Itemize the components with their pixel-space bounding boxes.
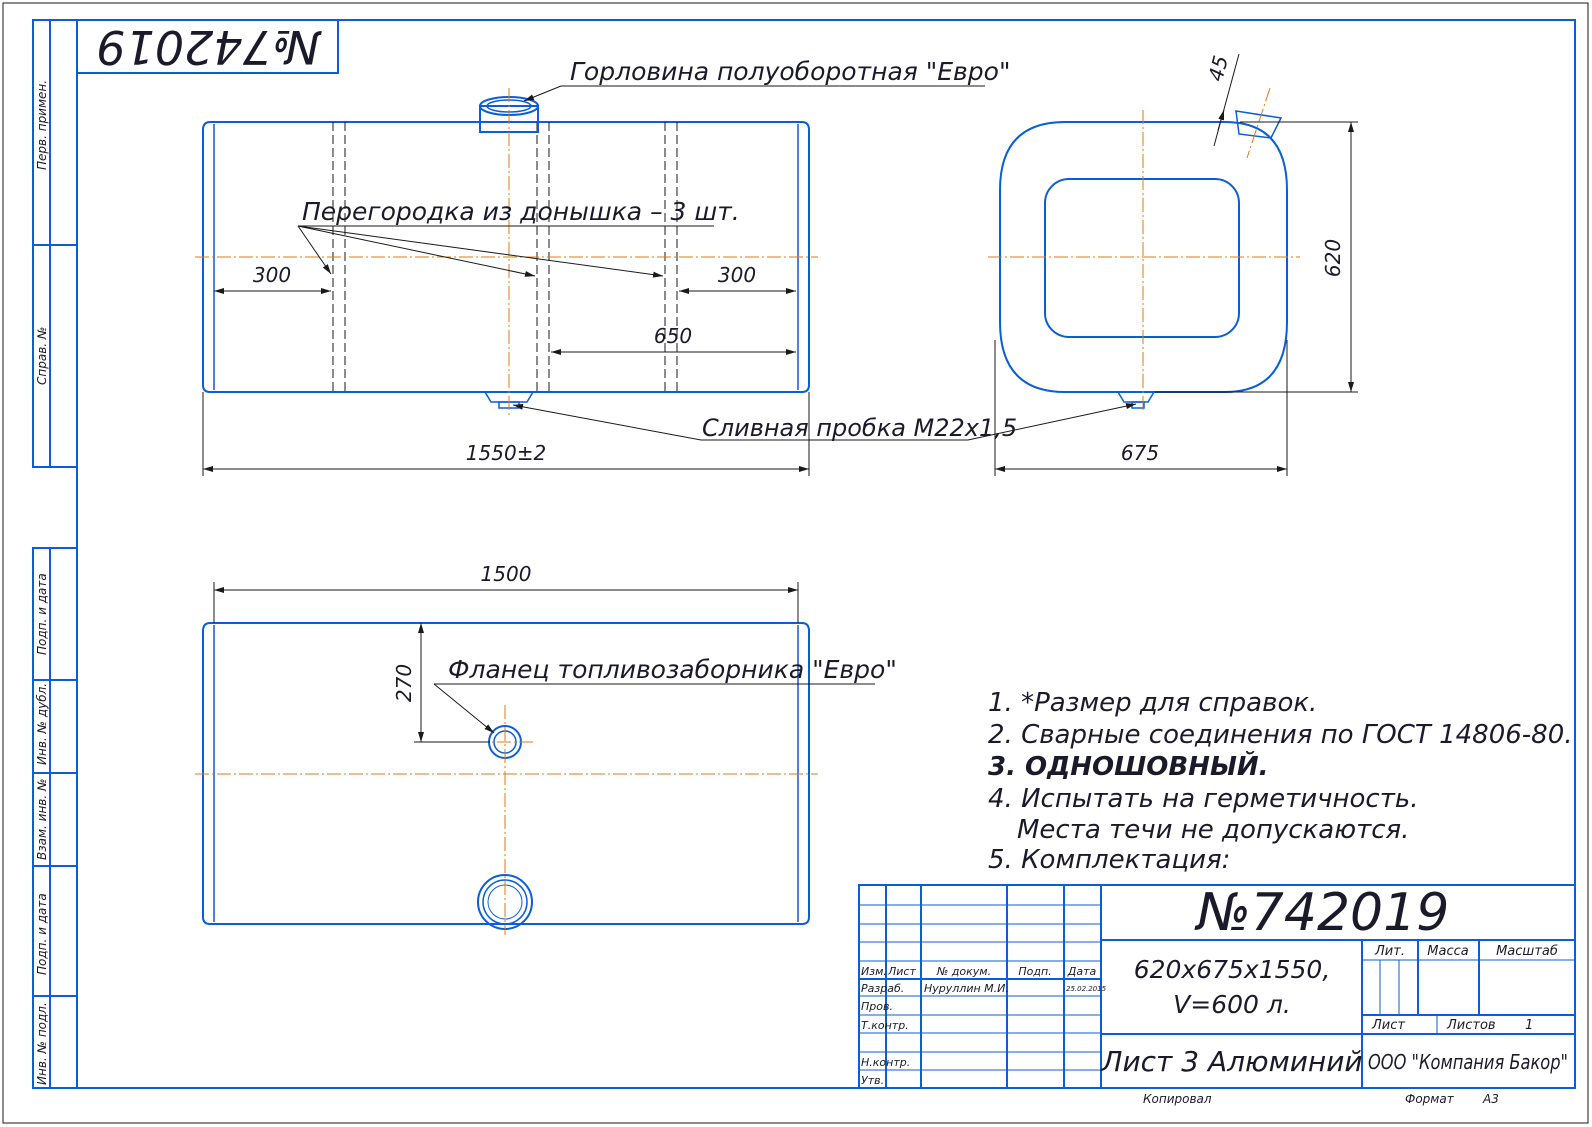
dim-45: 45 (1203, 53, 1232, 84)
dim-270: 270 (392, 664, 416, 702)
callouts: Горловина полуоборотная "Евро" Перегород… (297, 57, 1137, 734)
tb-masshtab: Масштаб (1496, 944, 1558, 959)
note-4: 4. Испытать на герметичность. (988, 784, 1418, 814)
callout-filler-neck: Горловина полуоборотная "Евро" (570, 57, 1010, 86)
note-3: 3. ОДНОШОВНЫЙ. (988, 750, 1269, 782)
dim-1500: 1500 (481, 562, 532, 586)
dim-620: 620 (1321, 239, 1345, 277)
dim-650: 650 (654, 324, 692, 348)
callout-drain-plug: Сливная пробка М22х1,5 (702, 414, 1017, 442)
dim-300-right: 300 (718, 263, 756, 287)
mirrored-number-box: №742019 (76, 19, 339, 74)
dim-300-left: 300 (253, 263, 291, 287)
tb-material: Лист 3 Алюминий (1100, 1045, 1362, 1078)
tb-row-razrab: Разраб. (861, 982, 904, 995)
tb-list-label: Лист (1371, 1018, 1405, 1033)
tb-row-tkontr: Т.контр. (861, 1019, 909, 1032)
tb-col-list: Лист (887, 965, 916, 978)
tb-designation-1: 620х675х1550, (1134, 955, 1331, 984)
left-strip: Перв. примен. Справ. № Подп. и дата Инв.… (32, 19, 78, 1089)
tb-designation-2: V=600 л. (1173, 990, 1291, 1019)
tb-col-data: Дата (1067, 965, 1097, 978)
note-1: 1. *Размер для справок. (988, 688, 1317, 718)
dim-675: 675 (1121, 441, 1159, 465)
tb-lit: Лит. (1374, 944, 1405, 959)
callout-baffle: Перегородка из донышка – 3 шт. (302, 197, 740, 226)
tb-drawing-number: №742019 (1194, 883, 1450, 943)
tb-listov-value: 1 (1525, 1018, 1533, 1033)
tb-format-label: Формат (1405, 1092, 1455, 1106)
note-2: 2. Сварные соединения по ГОСТ 14806-80. (988, 720, 1573, 750)
strip-sprav-no: Справ. № (35, 327, 49, 385)
tb-row-utv: Утв. (861, 1074, 884, 1087)
tb-kopiroval: Копировал (1143, 1092, 1212, 1106)
tb-col-ndokum: № докум. (936, 965, 991, 978)
strip-podp-data-2: Подп. и дата (35, 893, 49, 975)
strip-perv-primen: Перв. примен. (35, 80, 49, 170)
dim-1550: 1550±2 (466, 441, 546, 465)
tb-company: ООО "Компания Бакор" (1368, 1050, 1568, 1074)
callout-fuel-flange: Фланец топливозаборника "Евро" (448, 655, 897, 684)
technical-notes: 1. *Размер для справок. 2. Сварные соеди… (988, 688, 1573, 875)
tb-listov-label: Листов (1446, 1018, 1496, 1033)
strip-podp-data-1: Подп. и дата (35, 573, 49, 655)
strip-vzam-inv: Взам. инв. № (35, 779, 49, 860)
tb-format-value: А3 (1482, 1092, 1499, 1106)
strip-inv-dubl: Инв. № дубл. (35, 683, 49, 765)
tb-col-podp: Подп. (1018, 965, 1051, 978)
tb-row-prov: Пров. (861, 1000, 893, 1013)
tb-razrab-name: Нуруллин М.И. (924, 982, 1009, 995)
note-5: 5. Комплектация: (988, 845, 1230, 875)
side-view (988, 87, 1300, 410)
mirrored-drawing-number: №742019 (96, 20, 322, 74)
dimensions: 300 300 650 1550±2 675 620 45 1500 270 (202, 53, 1358, 743)
front-view (195, 88, 818, 415)
note-4-cont: Места течи не допускаются. (1017, 815, 1409, 845)
tb-razrab-date: 25.02.2015 (1066, 985, 1107, 993)
top-view (195, 622, 818, 935)
tb-massa: Масса (1427, 944, 1468, 959)
strip-inv-podl: Инв. № подл. (35, 1002, 49, 1085)
title-block: Изм. Лист № докум. Подп. Дата Разраб. Ну… (858, 883, 1576, 1106)
tb-col-izm: Изм. (861, 965, 887, 978)
tb-row-nkontr: Н.контр. (861, 1056, 910, 1069)
